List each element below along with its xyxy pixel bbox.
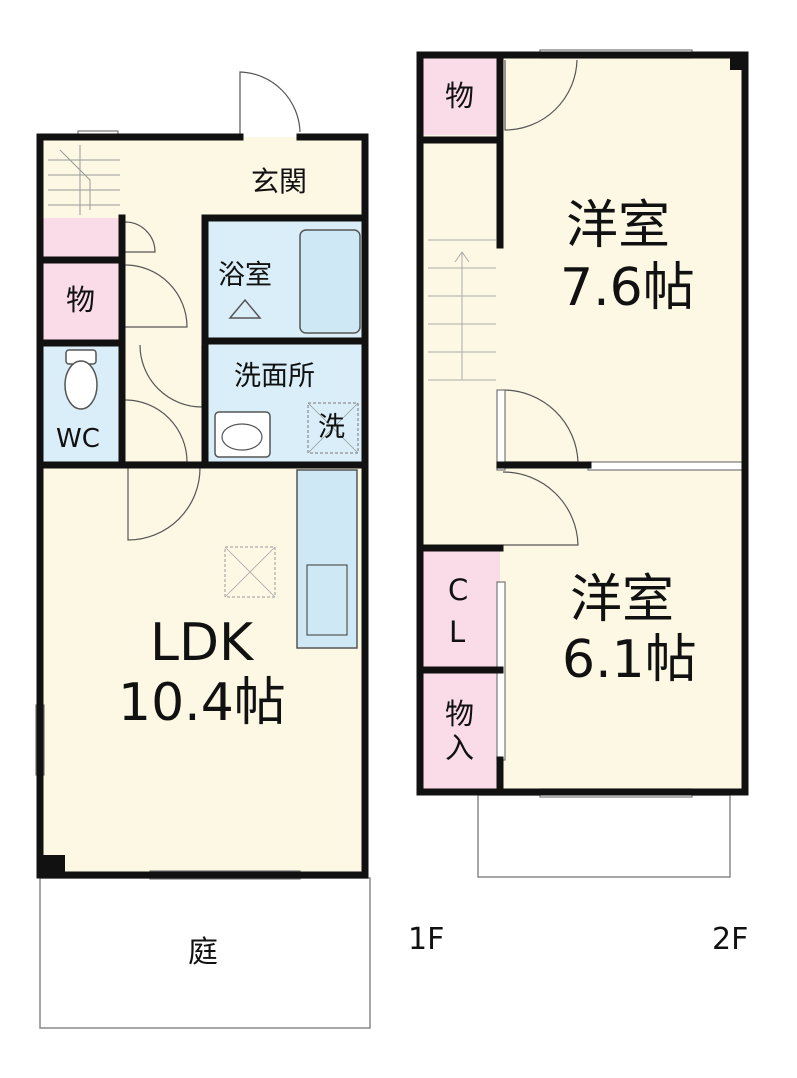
entrance-label: 玄関 [251, 165, 308, 198]
closet-c-label: C [448, 573, 469, 607]
room2-size-label: 6.1帖 [562, 630, 697, 690]
stair-storage-floor [40, 218, 122, 258]
closet-l-label: L [449, 615, 466, 649]
washer-space [307, 402, 359, 454]
washroom-label: 洗面所 [234, 361, 315, 392]
storage-bottom-label-2: 入 [445, 731, 475, 765]
floor1-label: 1F [408, 922, 445, 957]
bathtub [299, 229, 361, 334]
stairs-1f [48, 145, 120, 215]
hall-floor-2f [420, 140, 500, 550]
storage-bottom-label-1: 物 [445, 697, 475, 731]
room1-size-label: 7.6帖 [560, 258, 695, 318]
balcony [477, 794, 731, 878]
ldk-size-label: 10.4帖 [118, 673, 286, 733]
ldk-name-label: LDK [150, 613, 254, 673]
toilet-label: WC [56, 424, 100, 454]
room1-name-label: 洋室 [566, 196, 671, 256]
ceiling-vent [224, 546, 276, 598]
storage-1f-floor [40, 262, 122, 342]
door-swings-1f [124, 71, 301, 541]
storage-bottom-floor [420, 672, 500, 792]
toilet-fixture [64, 349, 98, 410]
walls-2f [416, 51, 749, 796]
bath-drain-triangle [228, 298, 262, 319]
storage-top-label: 物 [445, 79, 475, 113]
stairs-2f [428, 239, 496, 381]
room2-floor [500, 467, 745, 792]
closet-floor [420, 550, 500, 668]
storage-top-floor [420, 55, 500, 135]
room2-name-label: 洋室 [570, 570, 675, 630]
storage-1f-label: 物 [66, 283, 96, 317]
door-swings-2f [502, 59, 579, 546]
kitchen-sink [306, 564, 348, 636]
garden-label: 庭 [188, 935, 218, 970]
walls-1f [36, 133, 369, 879]
bath-label: 浴室 [218, 260, 272, 291]
garden-area [39, 877, 371, 1029]
floor2-label: 2F [712, 922, 749, 957]
washer-label: 洗 [318, 412, 345, 443]
